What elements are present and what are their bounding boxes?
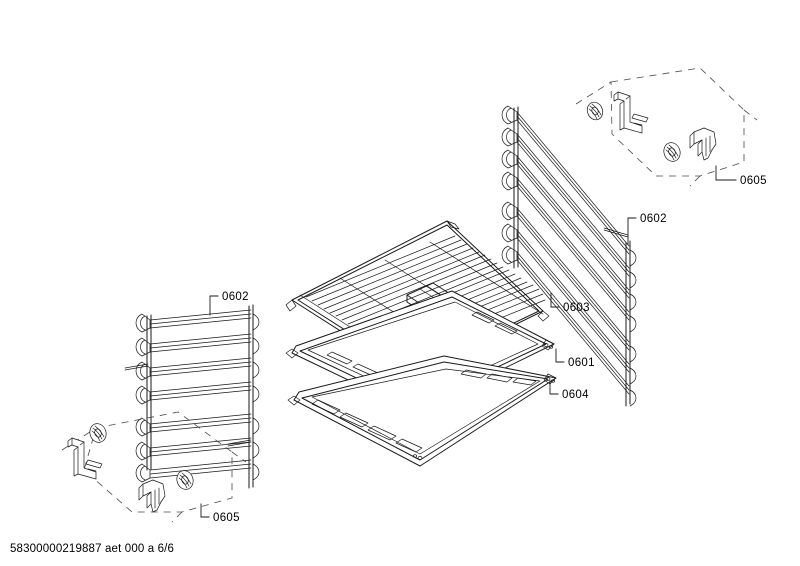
- callout-label: 0604: [562, 389, 589, 401]
- shelf-support-left: [124, 305, 260, 488]
- rail-level: [135, 357, 252, 381]
- angle-bracket-icon: [613, 91, 649, 134]
- callout-label: 0602: [640, 213, 667, 225]
- callout-label: 0602: [222, 291, 249, 303]
- rail-level: [501, 201, 630, 351]
- rail-level: [135, 437, 252, 461]
- leader-line: [627, 217, 637, 245]
- rail-level: [501, 149, 630, 299]
- knob-screw-icon: [89, 423, 107, 443]
- leader-line: [550, 292, 560, 308]
- knob-screw-icon: [176, 470, 194, 490]
- rail-level: [501, 245, 630, 395]
- hardware-group-upper-right: [575, 67, 758, 187]
- rail-level: [135, 413, 252, 437]
- hook-clip-icon: [138, 479, 166, 513]
- rail-level: [501, 171, 630, 321]
- document-footer-code: 58300000219887 aet 000 a 6/6: [10, 543, 175, 555]
- rail-level: [501, 127, 630, 277]
- dashed-boundary-upper-extra: [575, 81, 758, 187]
- callout-label: 0601: [568, 357, 595, 369]
- leader-line: [209, 295, 219, 316]
- rail-level: [135, 309, 252, 333]
- rail-level: [135, 333, 252, 357]
- leader-line: [549, 380, 559, 395]
- rail-level: [501, 223, 630, 373]
- callout-0604: 0604: [549, 380, 589, 401]
- callout-0602-left: 0602: [209, 291, 249, 316]
- hardware-group-lower-left: [61, 411, 247, 523]
- callout-label: 0603: [563, 302, 590, 314]
- knob-screw-icon: [663, 142, 681, 162]
- callout-0603: 0603: [550, 292, 590, 314]
- rail-level: [135, 381, 252, 405]
- callout-label: 0605: [213, 512, 240, 524]
- knob-screw-icon: [586, 101, 604, 121]
- baking-tray: [287, 355, 557, 467]
- callout-0605-bottom: 0605: [200, 503, 240, 524]
- leader-line: [200, 503, 210, 518]
- leader-line: [555, 348, 565, 363]
- dashed-boundary-upper: [610, 67, 745, 177]
- callout-0602-right: 0602: [627, 213, 667, 245]
- rail-level: [135, 459, 252, 483]
- callout-0605-top: 0605: [715, 165, 767, 187]
- hook-clip-icon: [689, 127, 717, 161]
- shelf-support-right: [501, 105, 637, 406]
- leader-line: [715, 165, 737, 181]
- angle-bracket-icon: [67, 437, 103, 480]
- callout-label: 0605: [740, 175, 767, 187]
- callout-0601: 0601: [555, 348, 595, 369]
